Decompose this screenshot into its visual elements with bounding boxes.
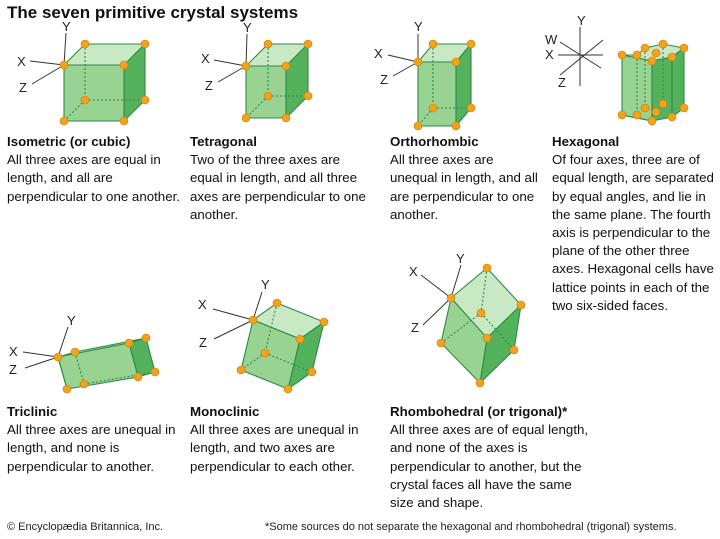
system-description: All three axes are unequal in length, an…: [190, 422, 359, 474]
x-axis-label: X: [374, 46, 383, 61]
system-description: All three axes are of equal length, and …: [390, 422, 589, 511]
system-name: Orthorhombic: [390, 134, 479, 149]
caption-monoclinic: Monoclinic All three axes are unequal in…: [190, 403, 380, 476]
monoclinic-cell-diagram: Y X Z: [198, 277, 329, 394]
x-axis-label: X: [409, 264, 418, 279]
z-axis-label: Z: [19, 80, 27, 95]
system-name: Rhombohedral (or trigonal)*: [390, 404, 568, 419]
x-axis-label: X: [201, 51, 210, 66]
hexagonal-cell-diagram: Y W X Z: [545, 13, 689, 126]
system-description: All three axes are unequal in length, an…: [390, 152, 538, 222]
isometric-cell-diagram: Y X Z: [17, 19, 150, 126]
system-description: Two of the three axes are equal in lengt…: [190, 152, 366, 222]
y-axis-label: Y: [456, 251, 465, 266]
system-name: Monoclinic: [190, 404, 260, 419]
caption-orthorhombic: Orthorhombic All three axes are unequal …: [390, 133, 540, 224]
copyright-credit: © Encyclopædia Britannica, Inc.: [7, 521, 164, 533]
caption-triclinic: Triclinic All three axes are unequal in …: [7, 403, 177, 476]
w-axis-label: W: [545, 32, 558, 47]
footnote: *Some sources do not separate the hexago…: [265, 521, 677, 533]
x-axis-label: X: [545, 47, 554, 62]
system-name: Isometric (or cubic): [7, 134, 131, 149]
triclinic-cell-diagram: Y X Z: [9, 313, 160, 394]
z-axis-label: Z: [380, 72, 388, 87]
z-axis-label: Z: [9, 362, 17, 377]
system-name: Hexagonal: [552, 134, 620, 149]
z-axis-label: Z: [411, 320, 419, 335]
y-axis-label: Y: [62, 19, 71, 34]
system-description: Of four axes, three are of equal length,…: [552, 152, 714, 313]
y-axis-label: Y: [261, 277, 270, 292]
caption-isometric: Isometric (or cubic) All three axes are …: [7, 133, 182, 206]
x-axis-label: X: [198, 297, 207, 312]
y-axis-label: Y: [67, 313, 76, 328]
tetragonal-cell-diagram: Y X Z: [201, 20, 313, 123]
z-axis-label: Z: [205, 78, 213, 93]
z-axis-label: Z: [558, 75, 566, 90]
y-axis-label: Y: [243, 20, 252, 35]
orthorhombic-cell-diagram: Y X Z: [374, 19, 476, 131]
caption-hexagonal: Hexagonal Of four axes, three are of equ…: [552, 133, 714, 315]
y-axis-label: Y: [414, 19, 423, 34]
system-description: All three axes are unequal in length, an…: [7, 422, 176, 474]
crystal-diagrams: Y X Z Y X Z Y X Z: [9, 13, 689, 394]
system-name: Triclinic: [7, 404, 58, 419]
system-description: All three axes are equal in length, and …: [7, 152, 180, 204]
x-axis-label: X: [9, 344, 18, 359]
rhombohedral-cell-diagram: Y X Z: [409, 251, 526, 388]
y-axis-label: Y: [577, 13, 586, 28]
caption-rhombohedral: Rhombohedral (or trigonal)* All three ax…: [390, 403, 590, 512]
caption-tetragonal: Tetragonal Two of the three axes are equ…: [190, 133, 375, 224]
system-name: Tetragonal: [190, 134, 257, 149]
figure-title: The seven primitive crystal systems: [7, 3, 299, 22]
z-axis-label: Z: [199, 335, 207, 350]
x-axis-label: X: [17, 54, 26, 69]
